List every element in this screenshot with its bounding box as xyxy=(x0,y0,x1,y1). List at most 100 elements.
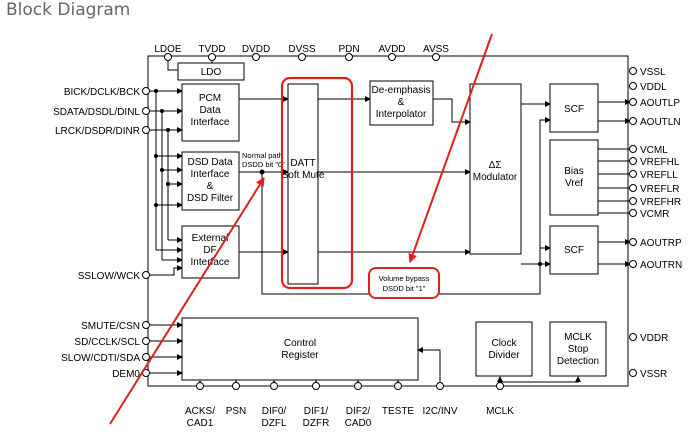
pin-mclk: MCLK xyxy=(486,406,514,417)
svg-text:Data: Data xyxy=(199,105,221,116)
svg-text:DATT: DATT xyxy=(290,158,315,169)
pin-i2c-inv: I2C/INV xyxy=(422,406,457,417)
svg-text:Volume bypass: Volume bypass xyxy=(379,274,430,283)
volume-bypass-annotation: Volume bypass DSDD bit "1" xyxy=(368,267,440,299)
svg-text:Register: Register xyxy=(281,350,319,361)
bottom-pins: ACKS/ CAD1 PSN DIF0/ DZFL DIF1/ DZFR DIF… xyxy=(185,382,514,429)
chip-outline xyxy=(147,55,629,387)
svg-text:Detection: Detection xyxy=(557,356,599,367)
pin-dvss: DVSS xyxy=(288,44,316,55)
pin-vssl: VSSL xyxy=(640,67,666,78)
svg-text:Modulator: Modulator xyxy=(473,172,518,183)
svg-text:Interface: Interface xyxy=(191,169,230,180)
pin-vrefhl: VREFHL xyxy=(640,157,680,168)
pin-vcmr: VCMR xyxy=(640,209,669,220)
pin-psn: PSN xyxy=(226,406,247,417)
pin-aoutrn: AOUTRN xyxy=(640,260,682,271)
pin-vreflr: VREFLR xyxy=(640,184,679,195)
bias-vref-block: Bias Vref xyxy=(549,139,599,216)
svg-text:DSDD bit "1": DSDD bit "1" xyxy=(383,284,426,293)
ldo-label: LDO xyxy=(201,67,222,78)
svg-text:&: & xyxy=(398,97,405,108)
svg-text:PCM: PCM xyxy=(199,93,221,104)
svg-text:Vref: Vref xyxy=(565,178,583,189)
pin-aoutrp: AOUTRP xyxy=(640,238,682,249)
clock-divider-block: Clock Divider xyxy=(475,321,533,377)
svg-text:Divider: Divider xyxy=(488,350,520,361)
pin-pdn: PDN xyxy=(338,44,359,55)
right-pins: VSSL VDDL AOUTLP AOUTLN VCML VREFHL VREF… xyxy=(629,67,682,380)
svg-text:External: External xyxy=(192,233,229,244)
top-pins: LDOE TVDD DVDD DVSS PDN AVDD AVSS xyxy=(154,44,449,61)
red-arrow-normal-path xyxy=(109,177,265,425)
external-df-interface-block: External DF Interface xyxy=(181,225,240,279)
svg-text:SCF: SCF xyxy=(564,104,584,115)
ldo-block: LDO xyxy=(167,61,245,81)
pin-sd: SD/CCLK/SCL xyxy=(74,337,140,348)
pin-vddr: VDDR xyxy=(640,333,668,344)
svg-text:Bias: Bias xyxy=(564,166,583,177)
svg-text:DZFL: DZFL xyxy=(262,418,287,429)
pin-dif2: DIF2/ xyxy=(346,406,371,417)
svg-text:Soft Mute: Soft Mute xyxy=(282,170,325,181)
pin-vrefll: VREFLL xyxy=(640,170,678,181)
svg-text:ΔΣ: ΔΣ xyxy=(489,160,502,171)
pin-sdata: SDATA/DSDL/DINL xyxy=(53,107,140,118)
pin-vssr: VSSR xyxy=(640,369,667,380)
pin-tvdd: TVDD xyxy=(198,44,225,55)
svg-text:CAD0: CAD0 xyxy=(345,418,372,429)
normal-path-dsdd: DSDD bit "0" xyxy=(242,160,285,169)
pin-vddl: VDDL xyxy=(640,82,667,93)
pin-vcml: VCML xyxy=(640,145,668,156)
pcm-data-interface-block: PCM Data Interface xyxy=(181,83,240,142)
svg-text:DSD Data: DSD Data xyxy=(187,157,232,168)
pin-ldoe: LDOE xyxy=(154,44,182,55)
scf-bottom-block: SCF xyxy=(549,225,599,275)
pin-avdd: AVDD xyxy=(378,44,405,55)
svg-text:&: & xyxy=(207,181,214,192)
svg-text:DF: DF xyxy=(203,245,216,256)
svg-text:MCLK: MCLK xyxy=(564,332,592,343)
svg-text:CAD1: CAD1 xyxy=(187,418,214,429)
svg-text:Stop: Stop xyxy=(568,344,589,355)
svg-text:Control: Control xyxy=(284,338,316,349)
control-register-block: Control Register xyxy=(181,317,419,381)
datt-soft-mute-block: DATT Soft Mute xyxy=(282,83,325,285)
de-emphasis-block: De-emphasis & Interpolator xyxy=(369,80,434,126)
pin-acks: ACKS/ xyxy=(185,406,215,417)
svg-text:Interpolator: Interpolator xyxy=(376,109,427,120)
normal-path-label: Normal path xyxy=(242,151,283,160)
pin-lrck: LRCK/DSDR/DINR xyxy=(55,126,140,137)
pin-avss: AVSS xyxy=(423,44,449,55)
pin-bick: BICK/DCLK/BCK xyxy=(64,87,140,98)
pin-dem0: DEM0 xyxy=(112,369,140,380)
pin-smute: SMUTE/CSN xyxy=(81,321,140,332)
pin-teste: TESTE xyxy=(382,406,415,417)
page-title: Block Diagram xyxy=(6,0,131,20)
svg-text:SCF: SCF xyxy=(564,245,584,256)
junction-dots xyxy=(154,89,170,207)
datt-highlight xyxy=(280,76,354,290)
pin-dif1: DIF1/ xyxy=(304,406,329,417)
pin-slow: SLOW/CDTI/SDA xyxy=(61,353,140,364)
pin-aoutlp: AOUTLP xyxy=(640,98,680,109)
dsd-data-interface-block: DSD Data Interface & DSD Filter xyxy=(181,151,240,211)
left-pins: BICK/DCLK/BCK SDATA/DSDL/DINL LRCK/DSDR/… xyxy=(53,87,150,380)
pin-dif0: DIF0/ xyxy=(262,406,287,417)
output-wiring xyxy=(598,99,631,267)
svg-text:De-emphasis: De-emphasis xyxy=(372,85,431,96)
svg-text:Clock: Clock xyxy=(491,338,517,349)
pin-sslow: SSLOW/WCK xyxy=(78,271,141,282)
svg-text:Interface: Interface xyxy=(191,117,230,128)
input-bus-wiring xyxy=(150,88,183,276)
svg-text:DSD Filter: DSD Filter xyxy=(187,193,234,204)
pin-vrefhr: VREFHR xyxy=(640,197,681,208)
scf-top-block: SCF xyxy=(549,83,599,133)
delta-sigma-modulator-block: ΔΣ Modulator xyxy=(469,83,522,255)
mclk-stop-detection-block: MCLK Stop Detection xyxy=(549,321,607,377)
svg-text:DZFR: DZFR xyxy=(303,418,330,429)
pin-dvdd: DVDD xyxy=(242,44,270,55)
red-arrow-volume-bypass xyxy=(408,33,493,263)
pin-aoutln: AOUTLN xyxy=(640,117,681,128)
